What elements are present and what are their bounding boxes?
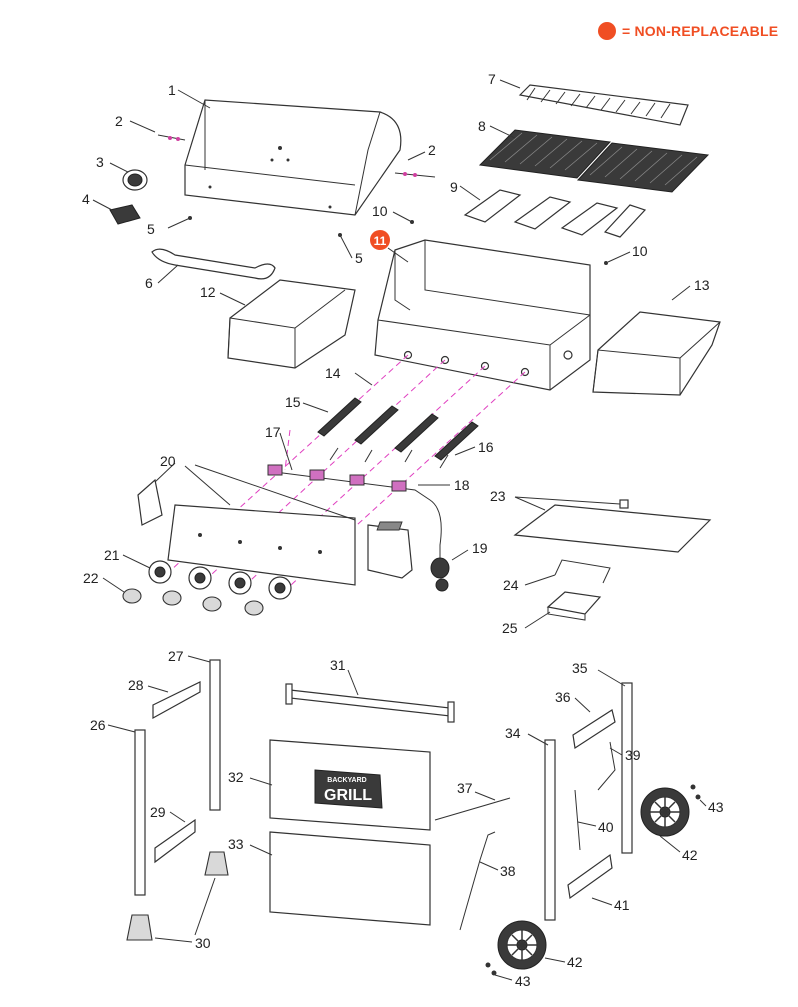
part-label-1: 1	[168, 82, 176, 98]
leg-caps-part[interactable]	[126, 851, 229, 941]
part-label-33: 33	[228, 836, 244, 852]
part-label-43a: 43	[708, 799, 724, 815]
part-label-42b: 42	[567, 954, 583, 970]
cup-hanger-part	[554, 559, 611, 584]
lid-screw-left	[157, 134, 186, 141]
side-rod-part	[574, 789, 581, 851]
part-label-28: 28	[128, 677, 144, 693]
thermometer-part[interactable]	[122, 169, 148, 191]
part-label-8: 8	[478, 118, 486, 134]
non-replaceable-dot-icon	[598, 22, 616, 40]
part-label-39: 39	[625, 747, 641, 763]
cabinet-lower-panel-part[interactable]	[269, 831, 431, 926]
part-label-5b: 5	[355, 250, 363, 266]
part-label-2a: 2	[115, 113, 123, 129]
right-front-leg-part[interactable]	[544, 739, 556, 921]
part-label-35: 35	[572, 660, 588, 676]
part-label-32: 32	[228, 769, 244, 785]
part-label-7: 7	[488, 71, 496, 87]
left-side-shelf-part[interactable]	[227, 279, 356, 369]
part-label-16: 16	[478, 439, 494, 455]
part-label-10b: 10	[632, 243, 648, 259]
right-side-shelf-part[interactable]	[592, 311, 721, 396]
knob-bezels-part[interactable]	[148, 560, 292, 600]
right-rear-leg-part[interactable]	[621, 682, 633, 854]
thermometer-bezel-part[interactable]	[109, 204, 141, 225]
regulator-part[interactable]	[430, 557, 450, 592]
left-front-leg-part[interactable]	[134, 729, 146, 896]
lid-part[interactable]	[184, 99, 402, 216]
warming-rack-part[interactable]	[518, 84, 689, 126]
badge-logo-main: GRILL	[324, 787, 372, 804]
tank-rod-part	[434, 797, 511, 821]
legend-text: = NON-REPLACEABLE	[622, 23, 779, 39]
part-label-21: 21	[104, 547, 120, 563]
left-rear-leg-part[interactable]	[209, 659, 221, 811]
part-label-17: 17	[265, 424, 281, 440]
tank-retainer-wire-part	[459, 831, 496, 931]
cooking-grate-part[interactable]	[478, 129, 710, 193]
part-label-6: 6	[145, 275, 153, 291]
part-label-26: 26	[90, 717, 106, 733]
part-label-22: 22	[83, 570, 99, 586]
part-label-23: 23	[490, 488, 506, 504]
part-label-41: 41	[614, 897, 630, 913]
non-replaceable-marker-icon	[370, 230, 390, 250]
left-upper-bracket-part	[152, 681, 201, 720]
right-lower-bracket-part	[567, 853, 613, 900]
part-label-42a: 42	[682, 847, 698, 863]
part-label-29: 29	[150, 804, 166, 820]
cabinet-door-panel-part[interactable]: BACKYARD GRILL	[269, 739, 431, 831]
control-knobs-part[interactable]	[122, 588, 264, 616]
part-label-10a: 10	[372, 203, 388, 219]
part-label-31: 31	[330, 657, 346, 673]
part-label-36: 36	[555, 689, 571, 705]
part-label-20: 20	[160, 453, 176, 469]
left-lower-bracket-part	[154, 818, 196, 864]
part-label-3: 3	[96, 154, 104, 170]
part-label-11: 11	[374, 234, 387, 248]
axle-bolts-part	[485, 784, 701, 976]
legend: = NON-REPLACEABLE	[598, 20, 778, 42]
part-label-14: 14	[325, 365, 341, 381]
hook-part	[597, 741, 616, 791]
heat-tents-part[interactable]	[463, 189, 647, 238]
right-upper-bracket-part	[572, 709, 616, 750]
gas-manifold-part[interactable]	[267, 464, 442, 560]
part-label-19: 19	[472, 540, 488, 556]
wheel-left-part[interactable]	[497, 920, 547, 970]
rear-crossbar-part[interactable]	[285, 683, 455, 723]
part-label-38: 38	[500, 863, 516, 879]
control-panel-part[interactable]	[137, 478, 413, 586]
part-label-25: 25	[502, 620, 518, 636]
part-label-43b: 43	[515, 973, 531, 989]
part-label-30: 30	[195, 935, 211, 951]
wheel-right-part[interactable]	[640, 787, 690, 837]
grease-cup-part[interactable]	[546, 591, 602, 621]
part-label-5a: 5	[147, 221, 155, 237]
grease-tray-part[interactable]	[376, 499, 712, 553]
part-label-13: 13	[694, 277, 710, 293]
burner-tubes-part[interactable]	[317, 397, 479, 461]
part-label-34: 34	[505, 725, 521, 741]
part-label-24: 24	[503, 577, 519, 593]
lid-handle-part[interactable]	[151, 248, 276, 280]
part-label-27: 27	[168, 648, 184, 664]
part-label-40: 40	[598, 819, 614, 835]
part-label-9: 9	[450, 179, 458, 195]
part-label-18: 18	[454, 477, 470, 493]
part-label-2b: 2	[428, 142, 436, 158]
part-label-37: 37	[457, 780, 473, 796]
part-label-12: 12	[200, 284, 216, 300]
part-label-4: 4	[82, 191, 90, 207]
badge-logo-top: BACKYARD	[327, 777, 366, 784]
lid-screw-right	[394, 172, 436, 178]
electrodes-part	[329, 447, 449, 469]
firebox-part[interactable]	[374, 239, 591, 391]
part-label-15: 15	[285, 394, 301, 410]
